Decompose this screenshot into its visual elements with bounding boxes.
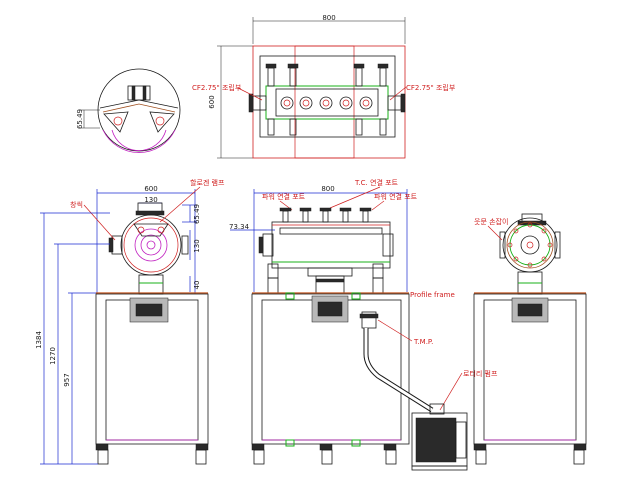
front-note-tc-port: T.C. 연결 포트 bbox=[354, 178, 399, 187]
front-width-dim: 800 bbox=[321, 185, 334, 193]
right-view: 웃문 손잡이 bbox=[473, 213, 587, 465]
top-left-note: CF2.75" 조립부 bbox=[192, 84, 242, 92]
side-dim-957: 957 bbox=[63, 373, 71, 386]
top-view-ports bbox=[280, 96, 373, 110]
front-note-tmp: T.M.P. bbox=[413, 338, 433, 346]
top-width-dim: 800 bbox=[322, 14, 335, 22]
side-dim-40: 40 bbox=[193, 281, 201, 290]
side-dim-65-49: 65.49 bbox=[193, 204, 201, 224]
side-note-viewport: 창씩 bbox=[70, 200, 83, 209]
side-dim-130-top: 130 bbox=[144, 196, 157, 204]
front-note-power-right: 파워 연결 포트 bbox=[374, 192, 418, 201]
top-view: 800 600 bbox=[192, 14, 456, 159]
right-note-handle: 웃문 손잡이 bbox=[474, 217, 508, 226]
front-note-profile-frame: Profile frame bbox=[410, 291, 455, 299]
detail-dim: 65.49 bbox=[76, 109, 84, 129]
top-right-note: CF2.75" 조립부 bbox=[406, 84, 456, 92]
front-note-power-left: 파워 연결 포트 bbox=[262, 192, 306, 201]
side-dim-1270: 1270 bbox=[49, 347, 57, 365]
front-dim-73-34: 73.34 bbox=[229, 223, 250, 231]
top-height-dim: 600 bbox=[208, 95, 216, 108]
side-view: 600 130 창씩 할로겐 램프 65.49 130 40 bbox=[35, 178, 225, 465]
detail-view: 65.49 bbox=[76, 68, 181, 153]
front-view: 800 73.34 T.C. 연결 포트 파워 연결 포트 파워 연결 포트 bbox=[229, 178, 498, 471]
side-dim-1384: 1384 bbox=[35, 331, 43, 349]
side-note-heater: 할로겐 램프 bbox=[190, 178, 225, 187]
front-note-rotary-pump: 로터리 펌프 bbox=[463, 369, 498, 378]
right-view-bolts bbox=[507, 222, 553, 268]
side-width-dim: 600 bbox=[144, 185, 157, 193]
side-dim-130: 130 bbox=[193, 239, 201, 252]
